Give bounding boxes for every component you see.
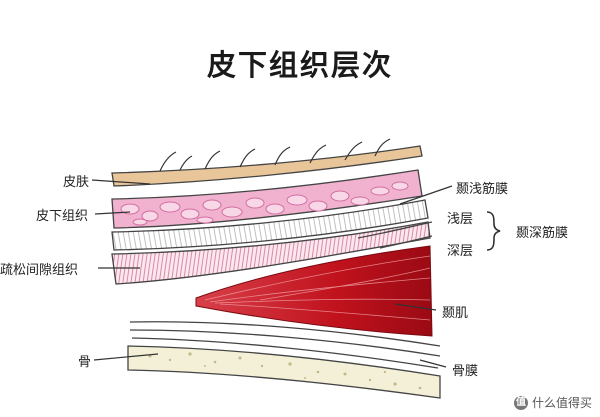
label-temporalis-muscle: 颞肌 [442,306,469,321]
label-periosteum: 骨膜 [452,364,479,379]
periosteum-lines [129,321,441,369]
watermark-logo-icon: 值 [513,395,528,410]
label-skin: 皮肤 [63,175,90,190]
label-deep-layer: 深层 [447,244,474,259]
deep-fascia-superficial-line [357,221,433,239]
deep-fascia-brace [486,211,501,251]
bone-speckles [148,352,422,390]
label-bone: 骨 [78,355,92,370]
skin-layer [111,145,423,187]
loose-areolar-layer [111,221,431,285]
label-superficial-layer: 浅层 [447,212,474,227]
deep-fascia-deep-line [379,235,433,249]
bone-layer [127,345,441,399]
leader-lines [91,179,453,368]
page-title: 皮下组织层次 [206,48,393,82]
muscle-fibers [204,255,431,321]
watermark: 值 什么值得买 [513,394,592,411]
label-loose-areolar-tissue: 疏松间隙组织 [0,263,79,278]
superficial-fascia-layer [111,199,429,251]
label-subcutaneous-tissue: 皮下组织 [36,209,89,224]
label-deep-temporal-fascia: 颞深筋膜 [516,226,569,241]
fat-cells [120,181,409,226]
hair-strokes [159,138,391,172]
label-superficial-temporal-fascia: 颞浅筋膜 [456,182,509,197]
watermark-text: 什么值得买 [531,396,592,410]
